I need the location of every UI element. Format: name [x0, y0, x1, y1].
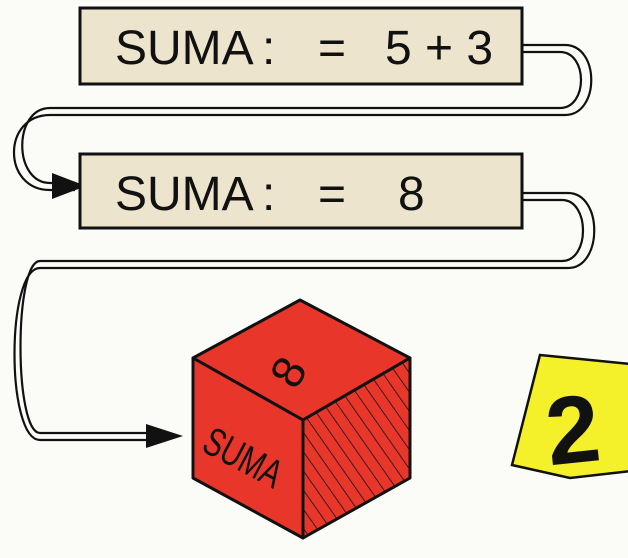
connector-pipe-2 — [13, 191, 596, 442]
arrow-head-2 — [146, 424, 183, 448]
colon: : — [262, 22, 275, 75]
equals-sign: = — [318, 22, 346, 75]
assignment-box-2: SUMA : = 8 — [78, 152, 524, 230]
expression: 5 + 3 — [385, 22, 493, 75]
assignment-box-1: SUMA : = 5 + 3 — [78, 6, 524, 86]
cube-side-face — [301, 356, 412, 540]
arrow-head-1 — [52, 173, 86, 199]
equals-sign: = — [318, 168, 346, 221]
expression: 8 — [398, 168, 425, 221]
page-badge: 2 — [510, 353, 628, 486]
variable-label: SUMA — [115, 22, 254, 75]
variable-cube: 8 SUMA — [191, 298, 412, 540]
badge-text: 2 — [541, 374, 605, 486]
variable-label: SUMA — [115, 168, 254, 221]
colon: : — [262, 168, 275, 221]
connector-pipe-1 — [12, 43, 593, 192]
